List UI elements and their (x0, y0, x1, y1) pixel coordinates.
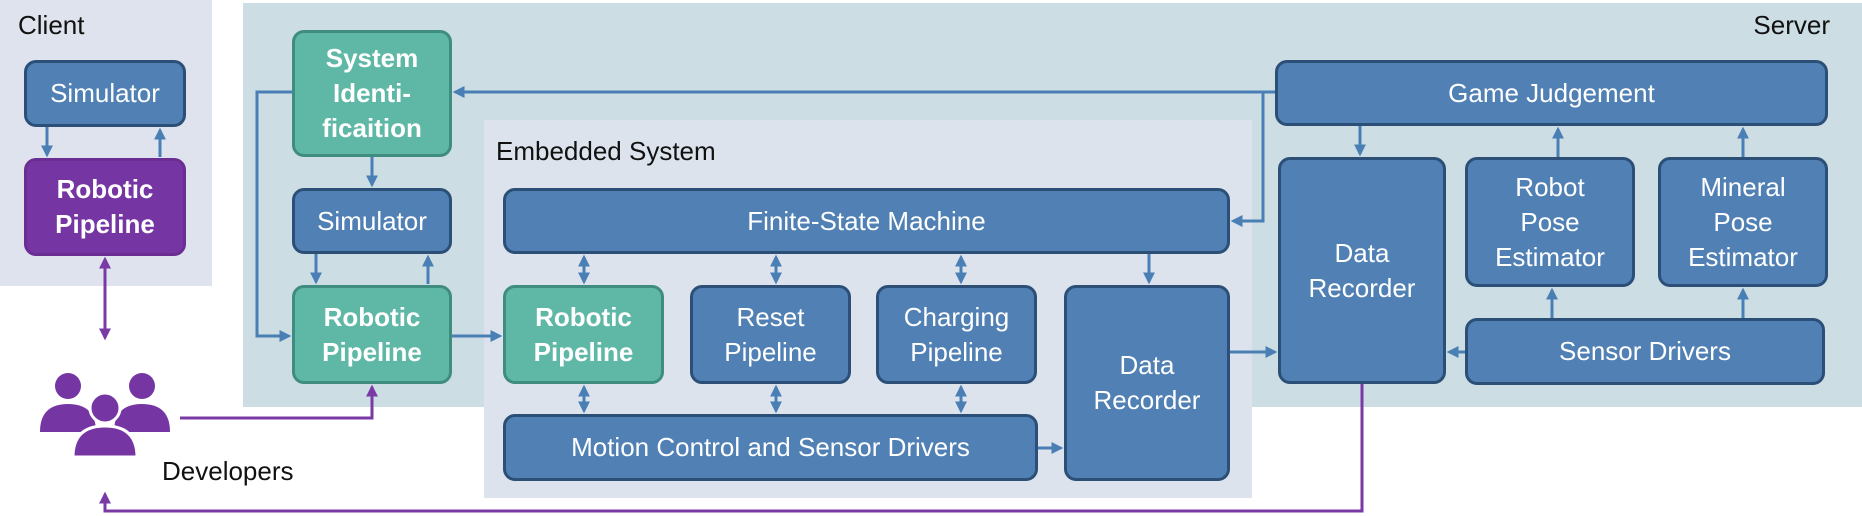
robot-pose-estimator-box: Robot Pose Estimator (1465, 157, 1635, 287)
server-simulator-box: Simulator (292, 188, 452, 254)
developers-icon (38, 372, 174, 459)
motion-control-box: Motion Control and Sensor Drivers (503, 414, 1038, 481)
embedded-data-recorder-box: Data Recorder (1064, 285, 1230, 481)
server-region-label: Server (1753, 10, 1830, 40)
embedded-robotic-pipeline-box: Robotic Pipeline (503, 285, 664, 384)
charging-pipeline-box: Charging Pipeline (876, 285, 1037, 384)
embedded-region-label: Embedded System (496, 136, 716, 166)
reset-pipeline-box: Reset Pipeline (690, 285, 851, 384)
client-region-label: Client (18, 10, 85, 40)
server-data-recorder-box: Data Recorder (1278, 157, 1446, 384)
developers-label: Developers (162, 456, 294, 486)
sensor-drivers-box: Sensor Drivers (1465, 318, 1825, 385)
system-identification-box: System Identi- ficaition (292, 30, 452, 157)
mineral-pose-estimator-box: Mineral Pose Estimator (1658, 157, 1828, 287)
client-robotic-pipeline-box: Robotic Pipeline (24, 158, 186, 256)
finite-state-machine-box: Finite-State Machine (503, 188, 1230, 254)
game-judgement-box: Game Judgement (1275, 60, 1828, 126)
client-simulator-box: Simulator (24, 60, 186, 127)
server-robotic-pipeline-box: Robotic Pipeline (292, 285, 452, 384)
